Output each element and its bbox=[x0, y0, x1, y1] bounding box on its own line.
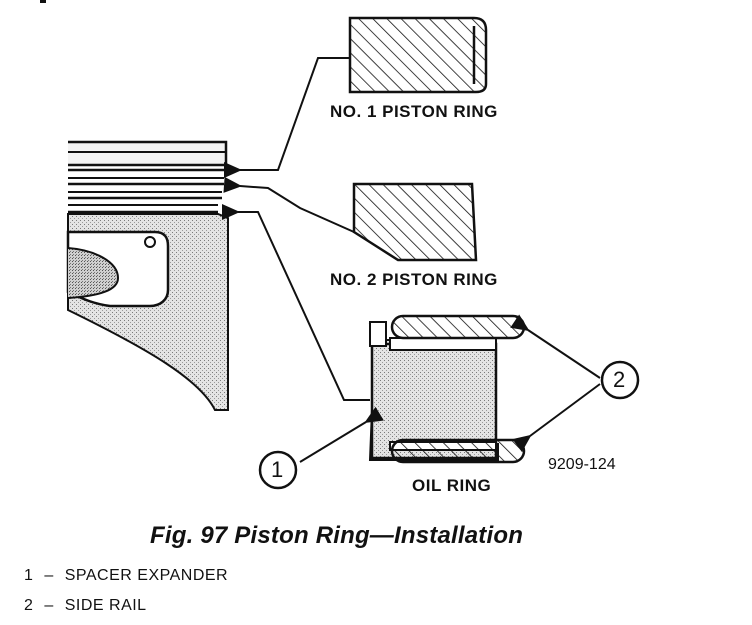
side-rail-bottom bbox=[390, 438, 526, 464]
ring2-cross-section bbox=[352, 182, 478, 262]
side-rail-top bbox=[390, 314, 526, 340]
legend-number: 2 bbox=[24, 597, 34, 614]
legend-dash: – bbox=[44, 597, 54, 614]
callout-2-circle bbox=[600, 360, 640, 400]
leader-lines bbox=[222, 57, 601, 463]
ring1-label: NO. 1 PISTON RING bbox=[330, 102, 498, 121]
legend-item-2: 2 – SIDE RAIL bbox=[24, 597, 147, 615]
ring1-cross-section bbox=[348, 16, 488, 94]
ring2-label: NO. 2 PISTON RING bbox=[330, 270, 498, 289]
figure-code: 9209-124 bbox=[548, 456, 616, 473]
legend-text: SIDE RAIL bbox=[64, 597, 147, 614]
legend-number: 1 bbox=[24, 567, 34, 584]
corner-mark bbox=[40, 0, 46, 3]
figure-caption: Fig. 97 Piston Ring—Installation bbox=[150, 522, 524, 549]
callout-1-label: 1 bbox=[271, 457, 284, 482]
callout-1-circle bbox=[258, 450, 298, 490]
callout-2-label: 2 bbox=[613, 367, 626, 392]
piston-body bbox=[66, 140, 229, 411]
legend-text: SPACER EXPANDER bbox=[64, 567, 229, 584]
oil-ring-label: OIL RING bbox=[412, 476, 492, 495]
legend-item-1: 1 – SPACER EXPANDER bbox=[24, 567, 228, 585]
legend-dash: – bbox=[44, 567, 54, 584]
oil-ring-assembly bbox=[368, 314, 526, 464]
